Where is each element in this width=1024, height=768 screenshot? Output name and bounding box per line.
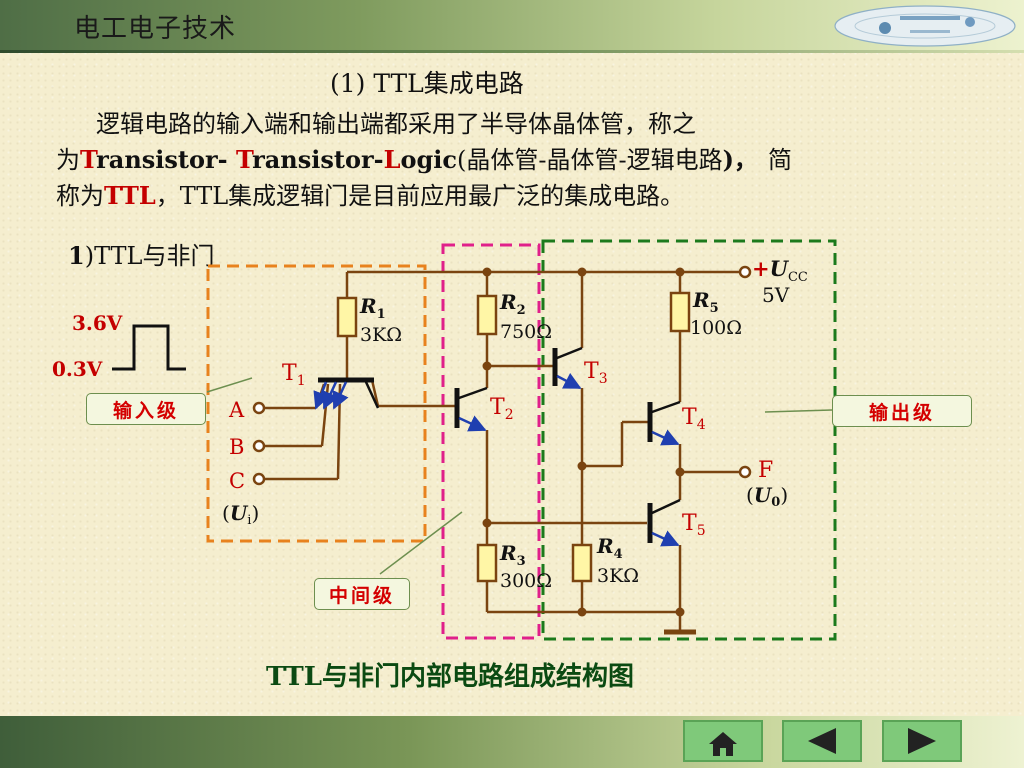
output-voltage-label: (U0) [746,483,788,510]
resistor-r3 [476,543,498,583]
t4-label: T4 [682,405,706,433]
resistor-r1 [336,296,358,338]
output-stage-pointer [764,409,833,413]
output-f-terminal [738,465,752,479]
input-pulse-waveform [112,324,186,371]
next-arrow-icon [908,728,936,754]
line2-suffix-a: (晶体管-晶体管-逻辑电路 [456,146,723,174]
section-heading: (1) TTL集成电路 [330,69,524,98]
line2-suffix-c: 简 [767,146,792,174]
input-a-label: A [228,398,245,422]
junction-dots [482,267,685,617]
line3-prefix: 称为 [56,182,104,210]
r4-name: R4 [596,534,623,562]
input-stage-label: 输入级 [86,393,206,425]
subheading-text: )TTL与非门 [84,242,215,270]
line3-rest: ，TTL集成逻辑门是目前应用最广泛的集成电路。 [155,182,685,210]
level-low-label: 0.3V [52,357,103,381]
paragraph-line-1: 逻辑电路的输入端和输出端都采用了半导体晶体管，称之 [96,110,696,138]
home-button[interactable] [683,720,763,762]
input-c-label: C [229,469,245,493]
t2-label: T2 [490,395,514,423]
t5-label: T5 [682,511,706,539]
letter-t1: T [80,145,97,174]
next-button[interactable] [882,720,962,762]
line2-prefix: 为 [56,146,80,174]
resistor-r4 [571,543,593,583]
input-stage-box [206,264,427,543]
r3-value: 300Ω [500,570,552,592]
output-stage-label: 输出级 [832,395,972,427]
level-high-label: 3.6V [72,311,123,335]
transistor-t2 [454,386,488,432]
supply-voltage-value: 5V [762,283,790,307]
r5-value: 100Ω [690,317,742,339]
word-ogic: ogic [400,145,457,174]
diagram-caption: TTL与非门内部电路组成结构图 [266,662,635,692]
ttl-abbreviation: TTL [104,181,156,210]
r5-name: R5 [692,288,719,316]
t3-label: T3 [584,359,608,387]
paragraph-line-3: 称为TTL，TTL集成逻辑门是目前应用最广泛的集成电路。 [56,180,684,212]
word-ransistor-1: ransistor- [96,145,236,174]
subheading-number: 1 [68,241,85,270]
subheading: 1)TTL与非门 [68,236,214,271]
r1-value: 3KΩ [360,324,402,346]
footer-bar [0,716,1024,768]
middle-stage-pointer [379,511,463,575]
prev-arrow-icon [808,728,836,754]
input-c-terminal [252,472,266,486]
home-icon [709,732,737,756]
letter-l: L [383,145,401,174]
r2-value: 750Ω [500,321,552,343]
middle-stage-box [441,243,541,640]
output-stage-box [541,239,837,641]
transistor-t3 [552,346,583,390]
resistor-r2 [476,294,498,336]
resistor-r5 [669,291,691,333]
r4-value: 3KΩ [597,565,639,587]
supply-terminal [738,265,752,279]
input-b-label: B [229,435,244,459]
input-voltage-label: (Ui) [222,501,259,528]
course-logo-icon [834,5,1016,47]
word-ransistor-2: ransistor- [252,145,384,174]
transistor-t4 [647,400,681,446]
r2-name: R2 [499,290,526,318]
line2-suffix-b: )， [722,145,758,174]
transistor-t1 [313,377,380,410]
previous-button[interactable] [782,720,862,762]
paragraph-line-2: 为Transistor- Transistor-Logic(晶体管-晶体管-逻辑… [56,144,792,176]
t1-label: T1 [282,361,306,389]
input-a-terminal [252,401,266,415]
supply-label: +UCC [752,256,808,285]
letter-t2: T [235,145,253,174]
middle-stage-label: 中间级 [314,578,410,610]
title-bar-rule [0,50,1024,53]
input-stage-pointer [206,377,253,393]
r3-name: R3 [499,541,526,569]
input-b-terminal [252,439,266,453]
transistor-t5 [647,498,681,547]
r1-name: R1 [359,294,386,322]
course-title: 电工电子技术 [74,14,237,44]
output-f-label: F [758,458,773,483]
